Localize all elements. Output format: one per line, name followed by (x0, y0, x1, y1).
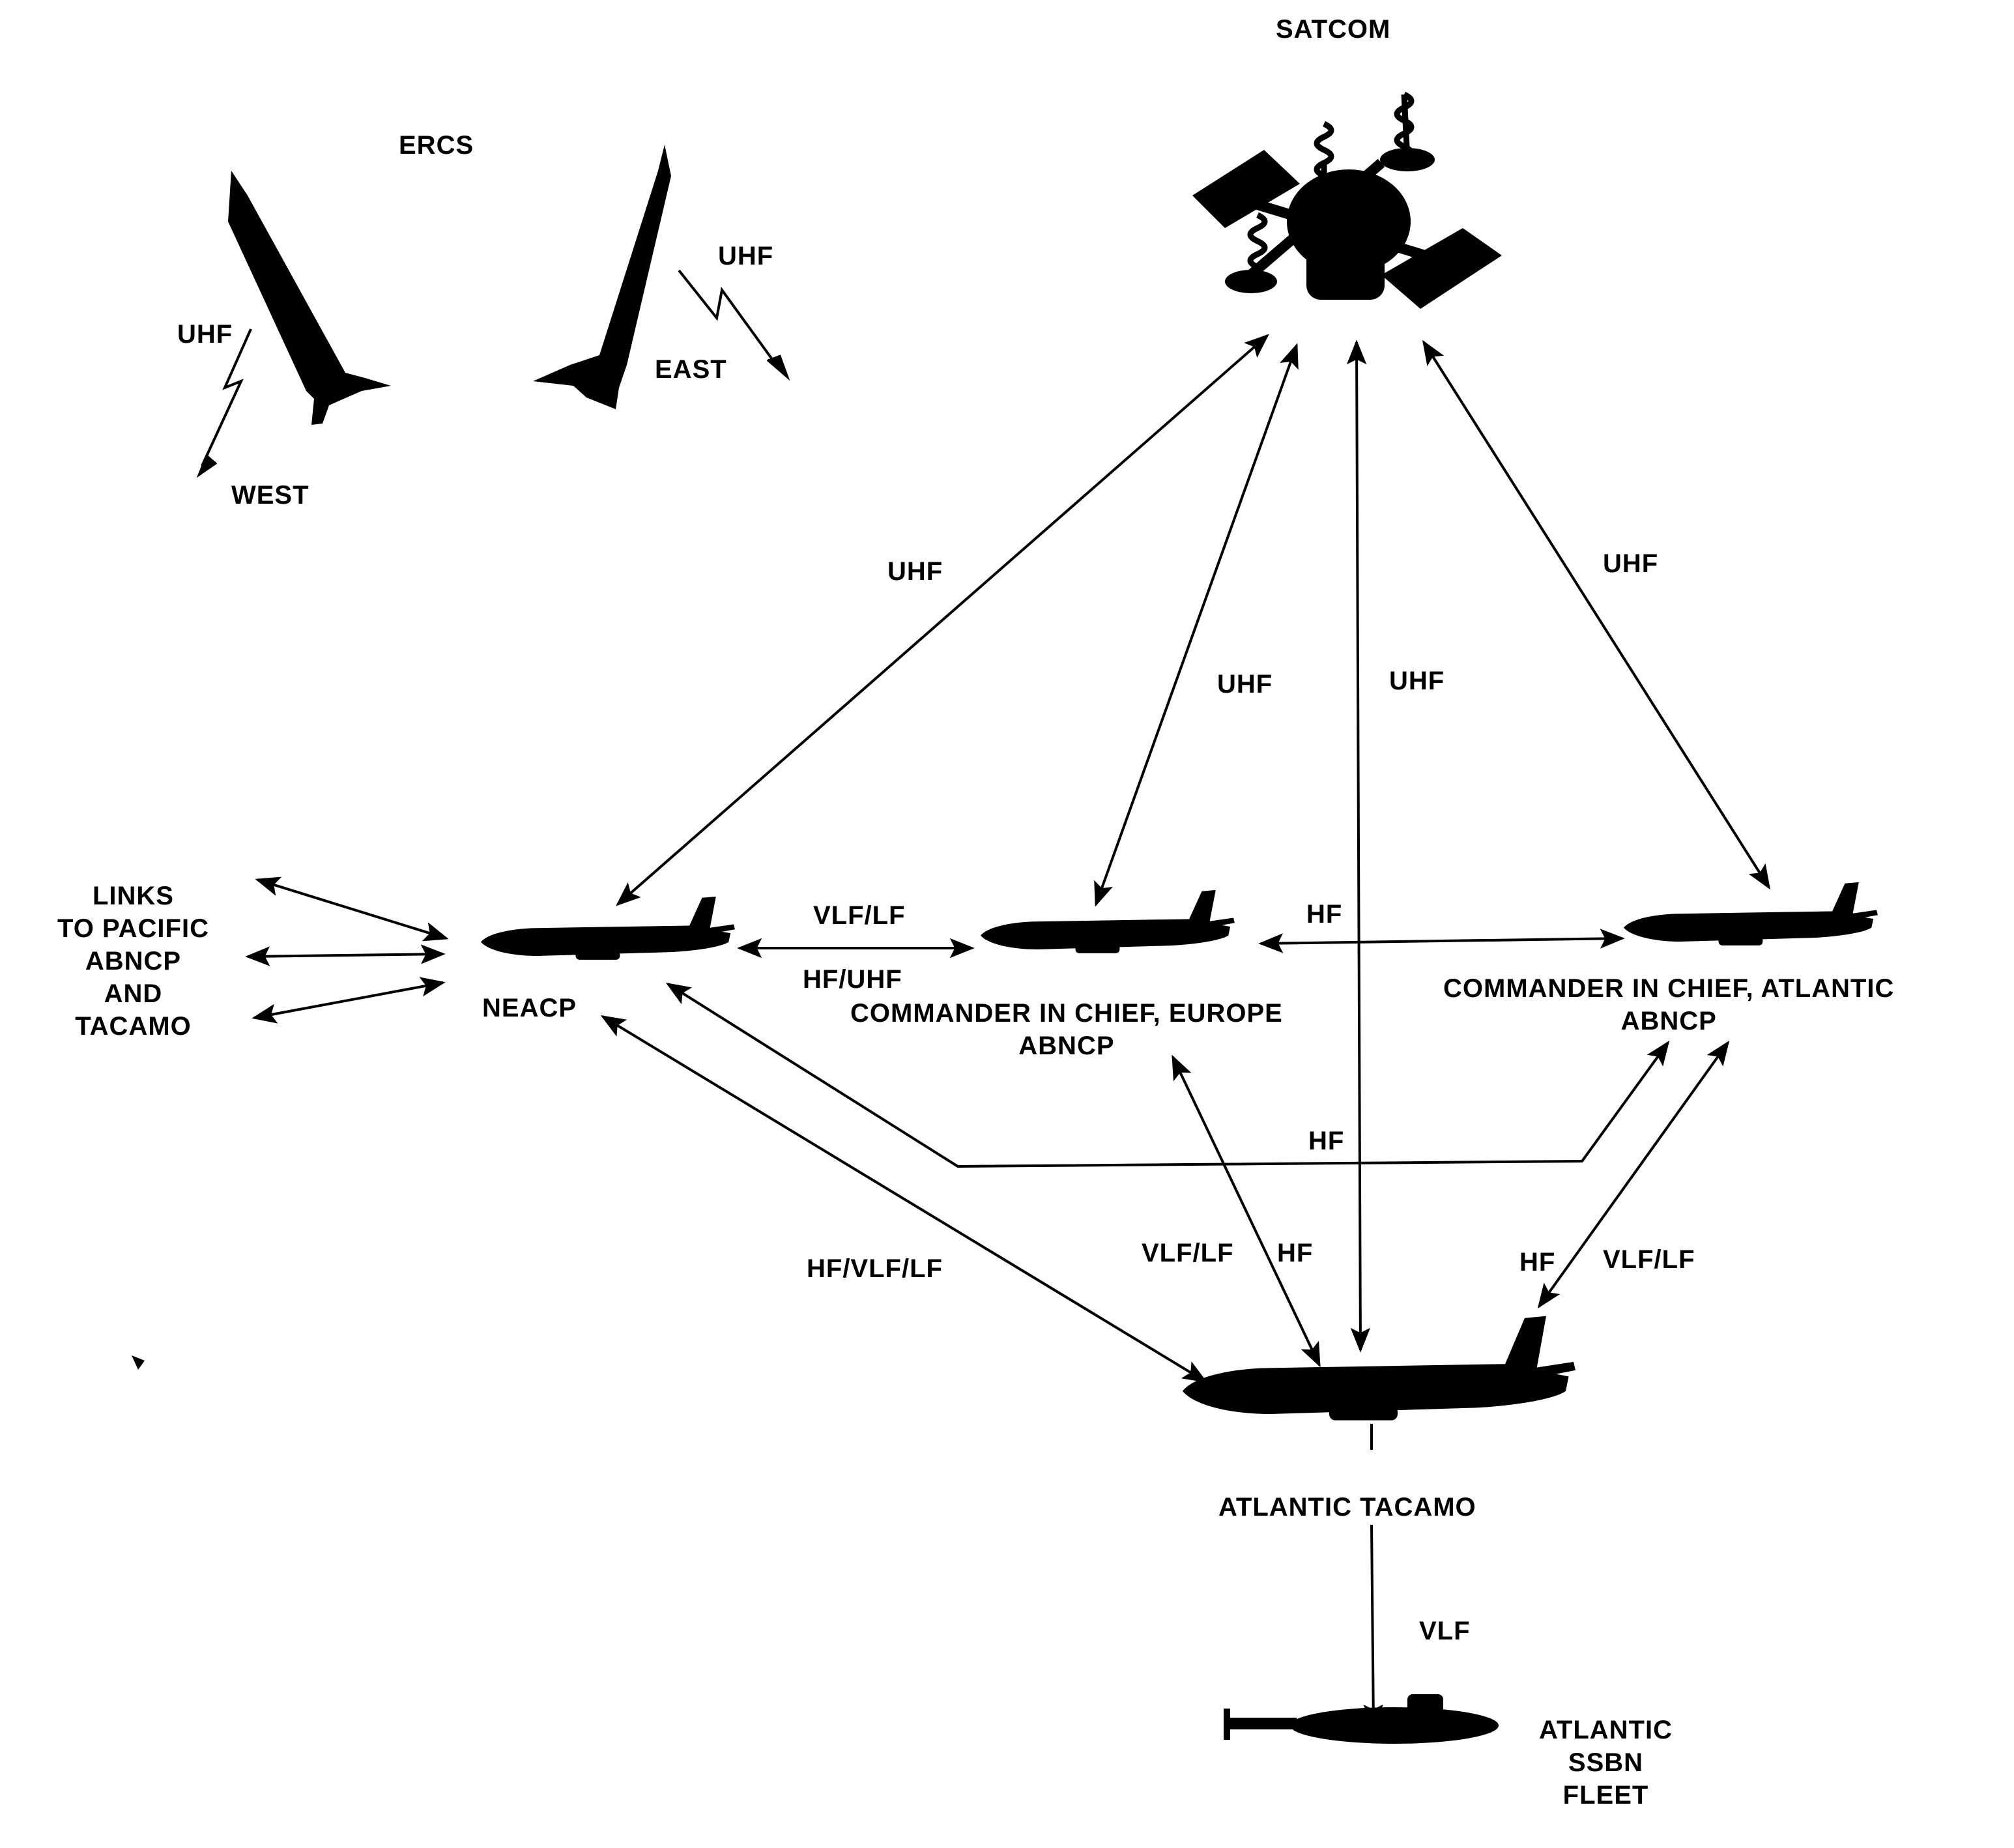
link-satcom-neacp (616, 334, 1269, 906)
link-europe-atlantic (1258, 929, 1625, 953)
atlantic-abncp-aircraft-icon (1624, 882, 1878, 946)
link-atlantic-tacamo-left-label: HF (1519, 1248, 1556, 1277)
rocket-east-icon (533, 145, 671, 409)
link-europe-atlantic-label: HF (1306, 900, 1343, 929)
link-satcom-europe (1094, 343, 1299, 907)
link-atlantic-tacamo (1537, 1040, 1730, 1309)
link-europe-tacamo-right-label: HF (1277, 1239, 1314, 1267)
satcom-label: SATCOM (1276, 15, 1391, 44)
atlantic-ssbn-fleet-label: ATLANTIC SSBN FLEET (1539, 1716, 1673, 1810)
link-satcom-tacamo (1346, 339, 1371, 1353)
link-satcom-europe-label: UHF (1217, 670, 1273, 699)
rocket-west-icon (228, 171, 391, 425)
ercs-west-link-label: UHF (177, 320, 233, 349)
link-neacp-tacamo-label: HF/VLF/LF (807, 1254, 943, 1283)
ink-speck (132, 1355, 145, 1370)
neacp-label: NEACP (482, 994, 577, 1022)
neacp-aircraft-icon (481, 896, 735, 960)
ercs-east-link-label: UHF (718, 242, 774, 270)
link-lines (245, 334, 1771, 1729)
link-satcom-neacp-label: UHF (887, 557, 943, 586)
link-satcom-atlantic (1422, 339, 1771, 890)
submarine-icon (1224, 1694, 1499, 1744)
pacific-links-label: LINKS TO PACIFIC ABNCP AND TACAMO (57, 882, 209, 1041)
atlantic-abncp-label: COMMANDER IN CHIEF, ATLANTIC ABNCP (1443, 974, 1895, 1035)
link-europe-tacamo-left-label: VLF/LF (1142, 1239, 1234, 1267)
link-atlantic-tacamo-right-label: VLF/LF (1603, 1245, 1695, 1274)
link-pacific-1 (255, 876, 449, 942)
europe-abncp-aircraft-icon (981, 889, 1235, 953)
link-pacific-2 (245, 944, 446, 966)
link-neacp-atlantic-label: HF (1308, 1127, 1345, 1155)
tacamo-aircraft-icon (1183, 1316, 1575, 1421)
link-pacific-3 (252, 977, 446, 1024)
link-satcom-atlantic-label: UHF (1603, 549, 1659, 578)
link-neacp-europe-bottom-label: HF/UHF (803, 965, 902, 994)
ercs-west-link (196, 328, 252, 478)
atlantic-tacamo-label: ATLANTIC TACAMO (1218, 1493, 1476, 1522)
link-tacamo-ssbn-label: VLF (1419, 1617, 1471, 1645)
link-neacp-tacamo (600, 1015, 1208, 1383)
link-satcom-tacamo-label: UHF (1389, 667, 1445, 695)
satellite-icon (1192, 91, 1502, 309)
ercs-label: ERCS (399, 131, 474, 160)
link-tacamo-ssbn (1363, 1524, 1383, 1729)
link-europe-tacamo (1172, 1054, 1321, 1368)
europe-abncp-label: COMMANDER IN CHIEF, EUROPE ABNCP (850, 999, 1283, 1060)
link-neacp-europe-top-label: VLF/LF (813, 901, 906, 930)
east-label: EAST (655, 355, 727, 384)
west-label: WEST (231, 481, 309, 510)
